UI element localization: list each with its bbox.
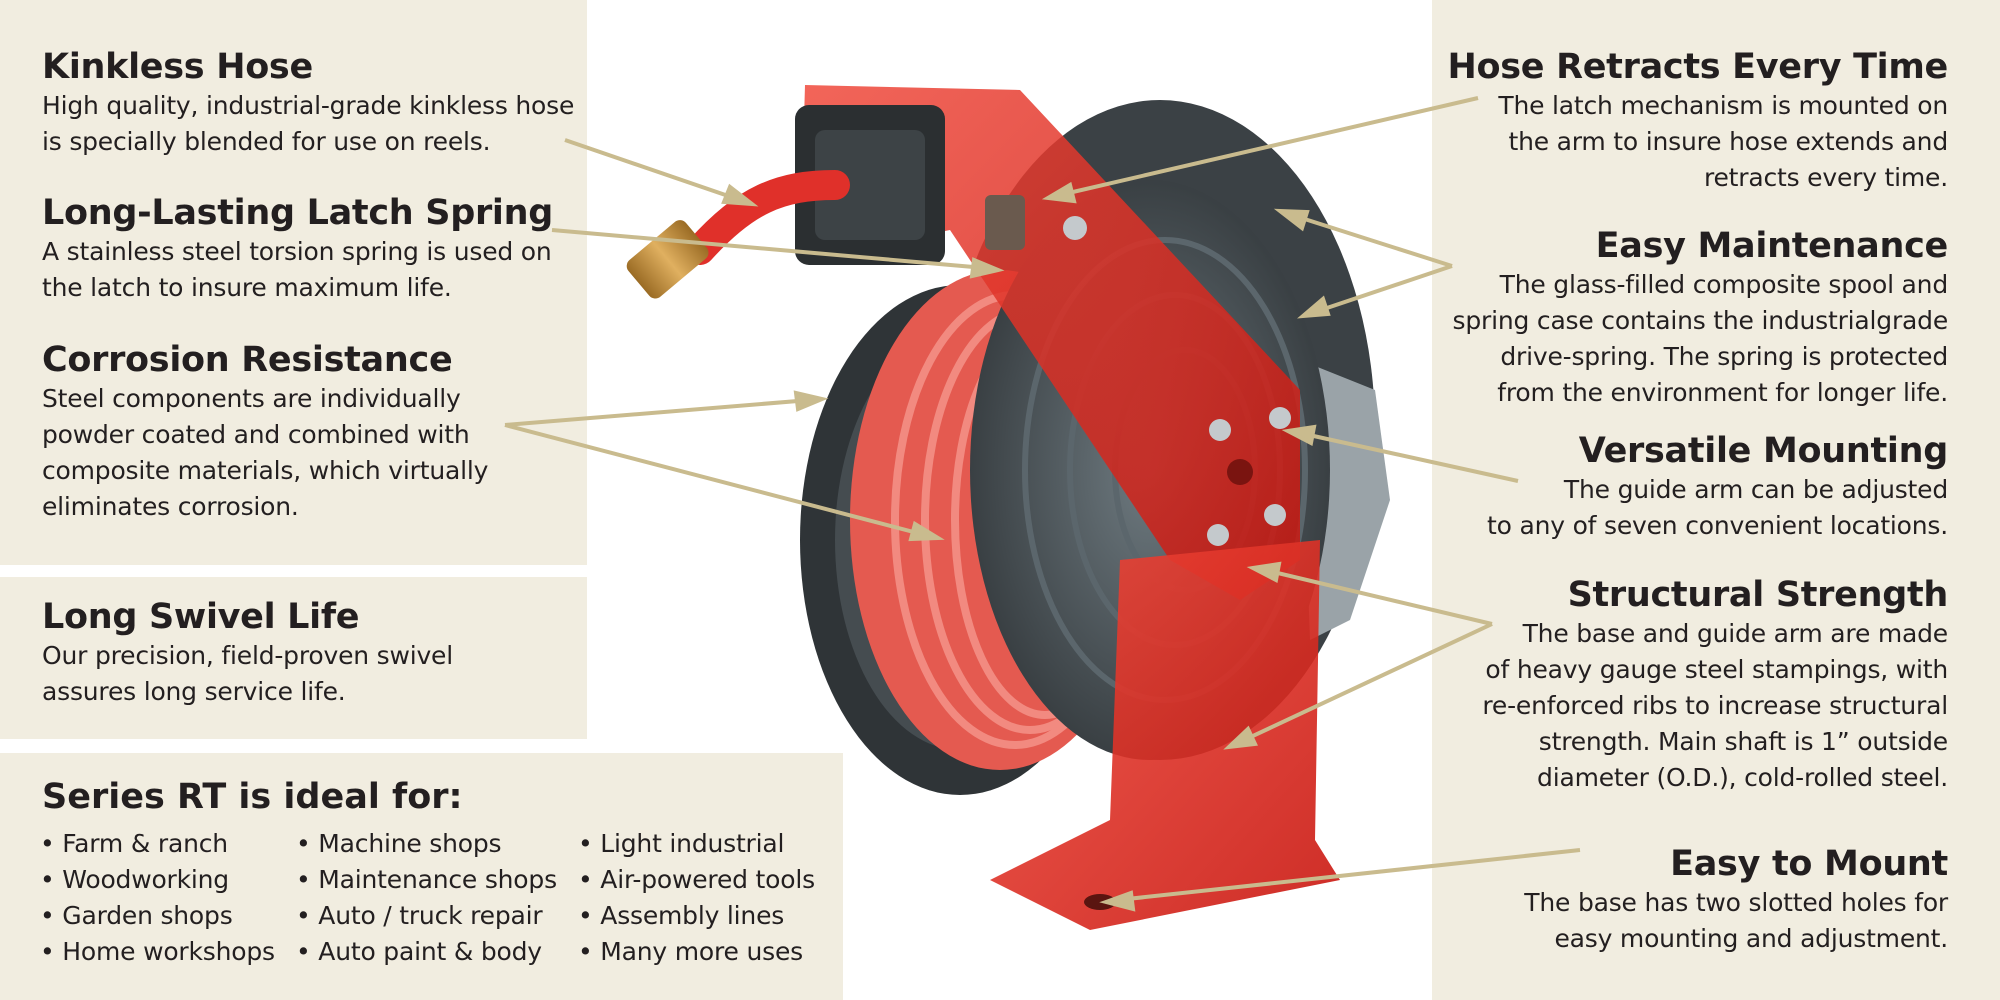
list-item: • Machine shops	[296, 829, 502, 858]
feature-line: powder coated and combined with	[42, 420, 470, 449]
feature-line: easy mounting and adjustment.	[1554, 924, 1948, 953]
feature-line: of heavy gauge steel stampings, with	[1485, 655, 1948, 684]
feature-latch-spring: Long-Lasting Latch Spring A stainless st…	[42, 192, 553, 306]
feature-corrosion-resistance: Corrosion Resistance Steel components ar…	[42, 339, 488, 525]
feature-line: High quality, industrial-grade kinkless …	[42, 91, 575, 120]
feature-line: The guide arm can be adjusted	[1563, 475, 1948, 504]
list-item: • Light industrial	[578, 829, 785, 858]
list-item: • Auto paint & body	[296, 937, 542, 966]
feature-line: eliminates corrosion.	[42, 492, 299, 521]
feature-title: Structural Strength	[1567, 575, 1949, 615]
feature-title: Easy to Mount	[1670, 844, 1948, 884]
list-item: • Air-powered tools	[578, 865, 815, 894]
feature-line: assures long service life.	[42, 677, 346, 706]
list-item: • Home workshops	[40, 937, 275, 966]
series-column-2: • Machine shops • Maintenance shops • Au…	[296, 826, 557, 970]
list-item: • Auto / truck repair	[296, 901, 543, 930]
latch-mechanism	[985, 195, 1087, 250]
list-item: • Garden shops	[40, 901, 233, 930]
feature-line: The base has two slotted holes for	[1524, 888, 1948, 917]
feature-structural-strength: Structural Strength The base and guide a…	[1482, 574, 1948, 796]
list-item: • Farm & ranch	[40, 829, 228, 858]
feature-title: Long Swivel Life	[42, 597, 360, 637]
feature-easy-maintenance: Easy Maintenance The glass-filled compos…	[1452, 225, 1949, 411]
feature-title: Kinkless Hose	[42, 47, 313, 87]
feature-line: Steel components are individually	[42, 384, 461, 413]
feature-line: The base and guide arm are made	[1522, 619, 1949, 648]
feature-line: The latch mechanism is mounted on	[1498, 91, 1948, 120]
feature-title: Long-Lasting Latch Spring	[42, 193, 553, 233]
feature-title: Versatile Mounting	[1578, 431, 1949, 471]
leader-lines	[504, 96, 1581, 912]
list-item: • Maintenance shops	[296, 865, 557, 894]
feature-line: the arm to insure hose extends and	[1508, 127, 1948, 156]
feature-line: drive-spring. The spring is protected	[1500, 342, 1948, 371]
list-item: • Many more uses	[578, 937, 803, 966]
right-feature-panel	[1432, 0, 2000, 1000]
feature-line: spring case contains the industrialgrade	[1452, 306, 1949, 335]
feature-line: retracts every time.	[1703, 163, 1948, 192]
feature-line: to any of seven convenient locations.	[1487, 511, 1948, 540]
feature-swivel-life: Long Swivel Life Our precision, field-pr…	[42, 596, 453, 710]
feature-line: is specially blended for use on reels.	[42, 127, 491, 156]
feature-line: composite materials, which virtually	[42, 456, 489, 485]
left-feature-panel	[0, 0, 587, 565]
feature-versatile-mounting: Versatile Mounting The guide arm can be …	[1487, 430, 1948, 544]
feature-line: The glass-filled composite spool and	[1499, 270, 1949, 299]
list-item: • Woodworking	[40, 865, 229, 894]
feature-line: strength. Main shaft is 1” outside	[1538, 727, 1948, 756]
swivel-panel	[0, 577, 587, 739]
series-column-1: • Farm & ranch • Woodworking • Garden sh…	[40, 826, 275, 970]
series-title: Series RT is ideal for:	[42, 777, 463, 817]
list-item: • Assembly lines	[578, 901, 785, 930]
hose-outlet	[626, 170, 850, 299]
feature-title: Corrosion Resistance	[42, 340, 453, 380]
feature-kinkless-hose: Kinkless Hose High quality, industrial-g…	[42, 46, 574, 160]
feature-line: diameter (O.D.), cold-rolled steel.	[1537, 763, 1948, 792]
series-panel	[0, 753, 843, 1000]
series-column-3: • Light industrial • Air-powered tools •…	[578, 826, 815, 970]
feature-title: Easy Maintenance	[1595, 226, 1949, 266]
feature-line: from the environment for longer life.	[1497, 378, 1948, 407]
feature-title: Hose Retracts Every Time	[1447, 47, 1949, 87]
feature-line: re-enforced ribs to increase structural	[1482, 691, 1948, 720]
feature-line: Our precision, field-proven swivel	[42, 641, 453, 670]
feature-easy-to-mount: Easy to Mount The base has two slotted h…	[1524, 843, 1948, 957]
feature-hose-retracts: Hose Retracts Every Time The latch mecha…	[1448, 46, 1949, 196]
swivel-block	[795, 105, 945, 265]
feature-line: A stainless steel torsion spring is used…	[42, 237, 552, 266]
feature-line: the latch to insure maximum life.	[42, 273, 452, 302]
